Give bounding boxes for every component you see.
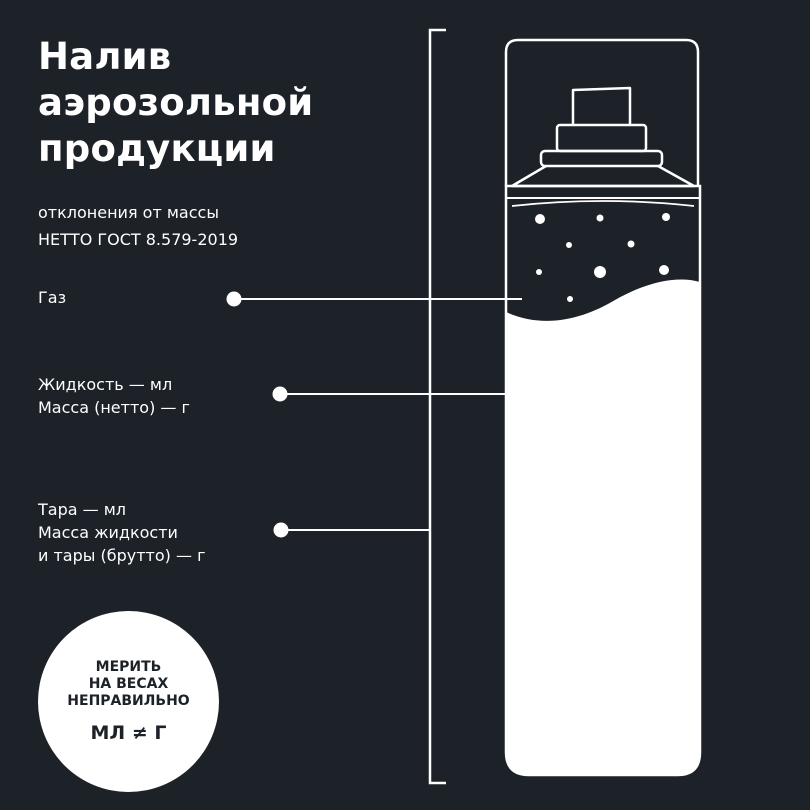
title-line: Налив bbox=[38, 35, 172, 78]
gas-bubbles bbox=[535, 213, 670, 302]
gross-mass-text: и тары (брутто) — г bbox=[38, 546, 206, 565]
badge-formula: МЛ ≠ Г bbox=[90, 722, 167, 744]
tare-leader bbox=[273, 522, 430, 538]
liquid-leader bbox=[272, 386, 506, 402]
tare-dot bbox=[273, 522, 289, 538]
liquid-volume-text: Жидкость — мл bbox=[38, 375, 173, 394]
tare-label: Тара — мл Масса жидкости и тары (брутто)… bbox=[38, 498, 205, 567]
can-cap bbox=[504, 38, 700, 186]
bracket bbox=[428, 28, 446, 785]
net-mass-text: Масса (нетто) — г bbox=[38, 398, 190, 417]
warning-badge: МЕРИТЬ НА ВЕСАХ НЕПРАВИЛЬНО МЛ ≠ Г bbox=[38, 611, 219, 792]
liquid-label: Жидкость — мл Масса (нетто) — г bbox=[38, 373, 190, 419]
gross-mass-text: Масса жидкости bbox=[38, 523, 178, 542]
liquid-fill bbox=[506, 279, 700, 775]
gas-label-text: Газ bbox=[38, 288, 67, 307]
can-shoulder-curve bbox=[511, 200, 695, 207]
subtitle: отклонения от массы НЕТТО ГОСТ 8.579-201… bbox=[38, 199, 238, 253]
gas-leader bbox=[226, 291, 522, 307]
title-line: продукции bbox=[38, 127, 276, 170]
subtitle-line: отклонения от массы bbox=[38, 203, 219, 222]
page-title: Налив аэрозольной продукции bbox=[38, 34, 313, 172]
gas-dot bbox=[226, 291, 242, 307]
badge-line: НЕПРАВИЛЬНО bbox=[67, 693, 190, 709]
gas-label: Газ bbox=[38, 286, 66, 309]
badge-line: НА ВЕСАХ bbox=[88, 676, 169, 692]
tare-volume-text: Тара — мл bbox=[38, 500, 127, 519]
badge-line: МЕРИТЬ bbox=[95, 659, 162, 675]
spray-nozzle bbox=[510, 86, 696, 188]
liquid-dot bbox=[272, 386, 288, 402]
title-line: аэрозольной bbox=[38, 81, 314, 124]
subtitle-line: НЕТТО ГОСТ 8.579-2019 bbox=[38, 230, 239, 249]
